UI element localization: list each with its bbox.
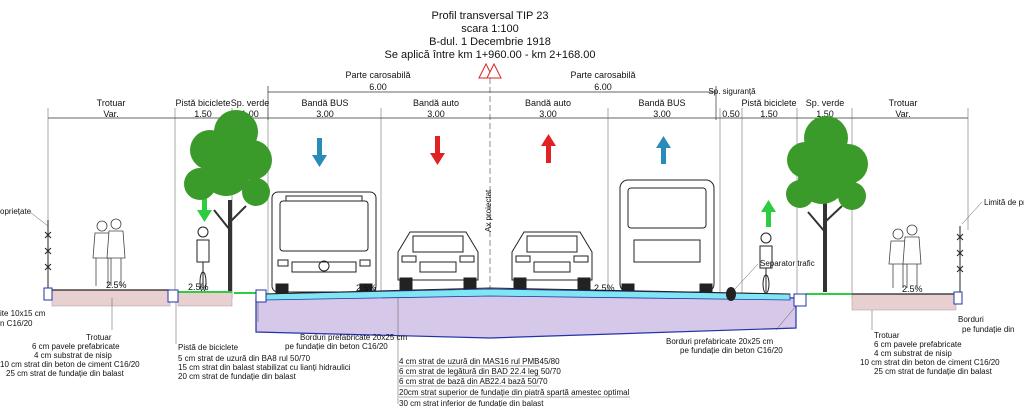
- zone-value: 3.00: [539, 109, 557, 119]
- title-line-4: Se aplică între km 1+960.00 - km 2+168.0…: [385, 49, 596, 61]
- note-line: 15 cm strat din balast stabilizat cu lia…: [178, 363, 351, 372]
- note-line: pe fundație din beton C16/20: [680, 346, 783, 355]
- note-line: 30 cm strat inferior de fundație din bal…: [399, 399, 544, 407]
- carriageway-right-value: 6.00: [594, 82, 612, 92]
- zone-value: Var.: [103, 109, 118, 119]
- axis-label: Ax proiectat: [484, 189, 493, 232]
- zone-value: 1.50: [194, 109, 212, 119]
- property-limit-left-label: opriețate: [0, 207, 32, 216]
- zone-label: Bandă BUS: [638, 98, 685, 108]
- slope-road-left: 2.5%: [356, 283, 377, 293]
- bus-lane-down-arrow-icon: [312, 138, 327, 167]
- zone-label: Sp. verde: [806, 98, 845, 108]
- note-line: 4 cm substrat de nisip: [874, 349, 952, 358]
- zone-label: Bandă BUS: [301, 98, 348, 108]
- note-line: 4 cm strat de uzură din MAS16 rul PMB45/…: [399, 357, 560, 366]
- note-line: 5 cm strat de uzură din BA8 rul 50/70: [178, 354, 311, 363]
- note-line: 6 cm strat de legătură din BAD 22.4 leg …: [399, 367, 561, 376]
- carriageway-right-label: Parte carosabilă: [570, 70, 635, 80]
- separator-label: Separator trafic: [760, 259, 815, 268]
- note-line: 10 cm strat din beton de ciment C16/20: [860, 358, 1000, 367]
- zone-value: 3.00: [653, 109, 671, 119]
- note-line: 6 cm strat de bază din AB22.4 bază 50/70: [399, 377, 548, 386]
- note-line: 6 cm pavele prefabricate: [874, 340, 962, 349]
- car-left-icon: [397, 231, 479, 291]
- note-title: Pistă de biciclete: [178, 343, 239, 352]
- bus-lane-up-arrow-icon: [656, 136, 671, 164]
- slope-sidewalk-left: 2.5%: [106, 280, 127, 290]
- border-right-label: Borduri: [958, 315, 984, 324]
- property-limit-right-marker: [956, 226, 964, 294]
- title-line-2: scara 1:100: [461, 23, 518, 35]
- note-bike-left: Pistă de biciclete 5 cm strat de uzură d…: [178, 343, 351, 381]
- slope-road-right: 2.5%: [594, 283, 615, 293]
- leader-lines: [111, 298, 873, 404]
- zone-value: 3.00: [316, 109, 334, 119]
- zone-label: Pistă biciclete: [175, 98, 230, 108]
- zone-label: Sp. verde: [231, 98, 270, 108]
- zone-value: 1.50: [816, 109, 834, 119]
- bike-lane-up-arrow-icon: [761, 200, 776, 227]
- note-line: 6 cm pavele prefabricate: [32, 342, 120, 351]
- zone-labels: Trotuar Var. Pistă biciclete 1.50 Sp. ve…: [97, 98, 918, 119]
- carriageway-left-value: 6.00: [369, 82, 387, 92]
- property-limit-left-marker: [44, 220, 52, 290]
- note-line: Borduri prefabricate 20x25 cm: [666, 337, 774, 346]
- tree-left-icon: [184, 110, 272, 292]
- note-road-layers: 4 cm strat de uzură din MAS16 rul PMB45/…: [399, 357, 630, 407]
- border-left-label: ite 10x15 cm: [0, 309, 46, 318]
- property-limit-right-label: Limită de pro: [984, 198, 1024, 207]
- bike-lane-down-arrow-icon: [197, 195, 212, 222]
- zone-label: Trotuar: [97, 98, 126, 108]
- pedestrians-right-icon: [888, 224, 922, 288]
- zone-value: Var.: [895, 109, 910, 119]
- zone-label: Pistă biciclete: [741, 98, 796, 108]
- tree-right-icon: [786, 116, 868, 292]
- axis-marker-icon: [478, 62, 502, 298]
- car-lane-down-arrow-icon: [430, 136, 445, 165]
- border-right-label-2: pe fundație din: [962, 325, 1015, 334]
- zone-label: Trotuar: [889, 98, 918, 108]
- note-line: pe fundație din beton C16/20: [285, 342, 388, 351]
- note-line: 10 cm strat din beton de ciment C16/20: [0, 360, 140, 369]
- slope-sidewalk-right: 2.5%: [902, 284, 923, 294]
- zone-value: 0.50: [722, 109, 740, 119]
- note-line: 4 cm substrat de nisip: [34, 351, 112, 360]
- zone-value: 3.00: [427, 109, 445, 119]
- carriageway-left-label: Parte carosabilă: [345, 70, 410, 80]
- zone-label: Bandă auto: [413, 98, 459, 108]
- note-line: 25 cm strat de fundație din balast: [874, 367, 993, 376]
- zone-value: 1.00: [241, 109, 259, 119]
- safety-space-label: Sp. siguranță: [708, 87, 756, 96]
- car-right-icon: [511, 231, 593, 291]
- zone-value: 1.50: [760, 109, 778, 119]
- note-title: Trotuar: [874, 331, 900, 340]
- note-line: 25 cm strat de fundație din balast: [6, 369, 125, 378]
- note-curb-right: Borduri prefabricate 20x25 cm pe fundați…: [666, 337, 783, 355]
- note-sidewalk-right: Trotuar 6 cm pavele prefabricate 4 cm su…: [860, 331, 1000, 376]
- cyclist-right-icon: [759, 232, 773, 294]
- slope-bike-left: 2.5%: [188, 282, 209, 292]
- note-line: Borduri prefabricate 20x25 cm: [300, 333, 408, 342]
- title-line-3: B-dul. 1 Decembrie 1918: [429, 36, 551, 48]
- note-line: 20 cm strat de fundație din balast: [178, 372, 297, 381]
- zone-label: Bandă auto: [525, 98, 571, 108]
- road-cross-section: [43, 287, 963, 339]
- title-block: Profil transversal TIP 23 scara 1:100 B-…: [385, 10, 596, 61]
- dimension-lines: [47, 86, 969, 298]
- bus-left-icon: [271, 191, 377, 295]
- car-lane-up-arrow-icon: [541, 134, 556, 163]
- border-left-label-2: n C16/20: [0, 319, 33, 328]
- pedestrians-left-icon: [92, 218, 126, 286]
- bus-right-icon: [619, 179, 715, 295]
- note-curb-left: Borduri prefabricate 20x25 cm pe fundați…: [285, 333, 408, 351]
- note-line: 20cm strat superior de fundație din piat…: [399, 388, 630, 397]
- cyclist-left-icon: [196, 226, 210, 293]
- note-title: Trotuar: [86, 333, 112, 342]
- title-line-1: Profil transversal TIP 23: [432, 10, 549, 22]
- note-sidewalk-left: Trotuar 6 cm pavele prefabricate 4 cm su…: [0, 333, 140, 378]
